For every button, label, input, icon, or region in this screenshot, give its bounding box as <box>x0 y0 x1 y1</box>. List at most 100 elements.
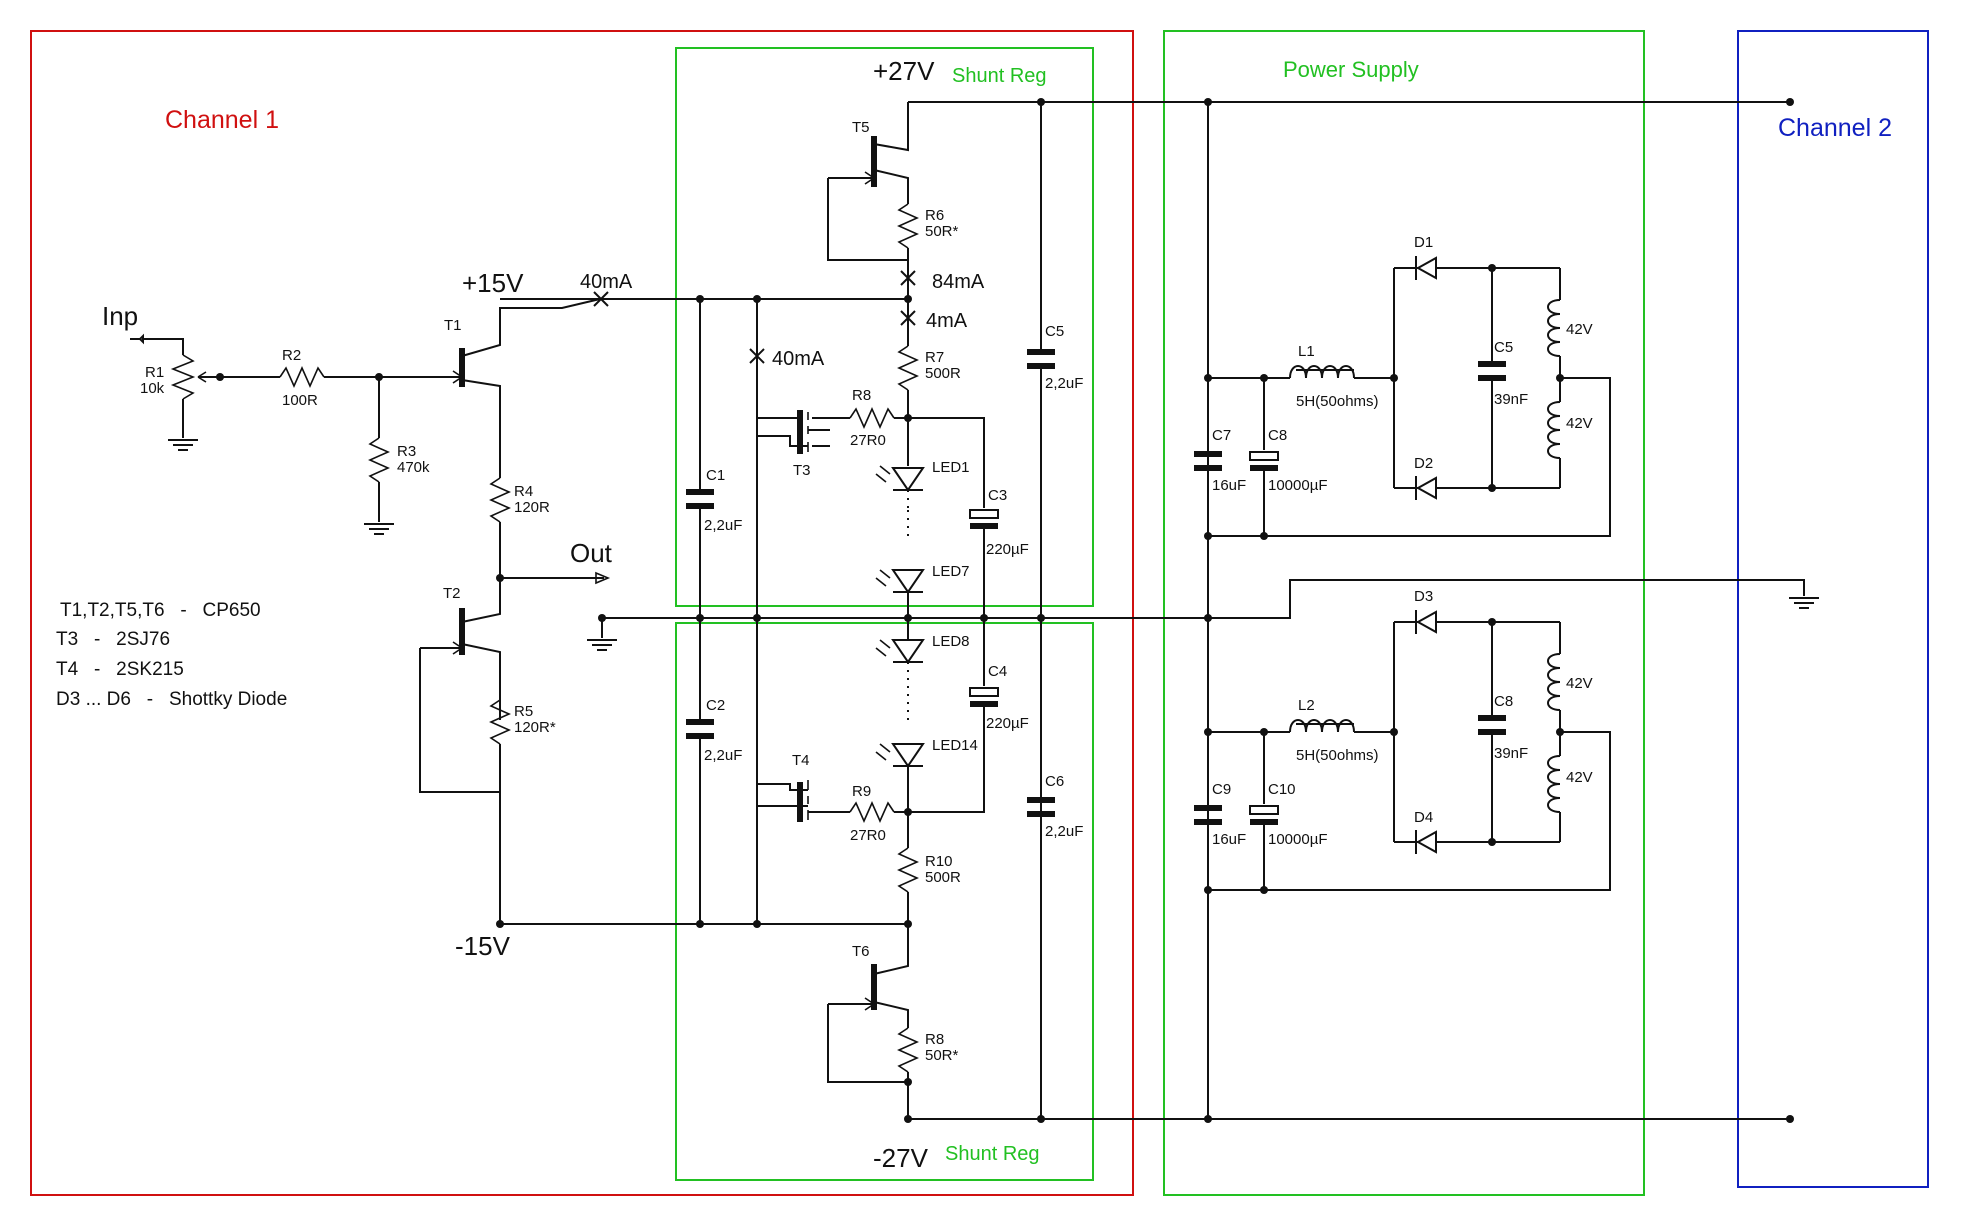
c1-value: 2,2uF <box>704 517 742 534</box>
r1-potentiometer: R1 10k <box>140 354 220 451</box>
c8b-value: 39nF <box>1494 745 1528 762</box>
led14-name: LED14 <box>932 737 978 754</box>
t4-name: T4 <box>792 752 810 769</box>
input-label: Inp <box>102 301 138 331</box>
winding-3-label: 42V <box>1566 675 1593 692</box>
c5a-value: 2,2uF <box>1045 375 1083 392</box>
shunt-reg-top-frame <box>675 47 1094 607</box>
d2-name: D2 <box>1414 455 1433 472</box>
l1-name: L1 <box>1298 343 1315 360</box>
winding-1-label: 42V <box>1566 321 1593 338</box>
r7-name: R7 <box>925 349 944 366</box>
r3-name: R3 <box>397 443 416 460</box>
t6-name: T6 <box>852 943 870 960</box>
t2-transistor: T2 <box>420 585 501 720</box>
t1-name: T1 <box>444 317 462 334</box>
l1-value: 5H(50ohms) <box>1296 393 1379 410</box>
current-84ma: 84mA <box>932 271 985 293</box>
t3-mosfet: T3 <box>757 410 846 479</box>
current-40ma-top: 40mA <box>580 271 633 293</box>
c6-value: 2,2uF <box>1045 823 1083 840</box>
current-4ma: 4mA <box>926 310 968 332</box>
r1-value: 10k <box>140 380 165 397</box>
channel1-frame <box>30 30 1134 1196</box>
r8b-name: R8 <box>925 1031 944 1048</box>
r1-name: R1 <box>145 364 164 381</box>
winding-4-label: 42V <box>1566 769 1593 786</box>
input-stage: Inp R1 10k R2 100R R3 470k <box>102 301 448 535</box>
c7-name: C7 <box>1212 427 1231 444</box>
power-supply-title: Power Supply <box>1283 57 1419 82</box>
t1-transistor: T1 <box>444 298 601 478</box>
shunt-reg-bottom-title: Shunt Reg <box>945 1143 1040 1165</box>
c8a-value: 10000µF <box>1268 477 1328 494</box>
r9-value: 27R0 <box>850 827 886 844</box>
c4-value: 220µF <box>986 715 1029 732</box>
t6-transistor: T6 <box>828 943 909 1028</box>
r6-value: 50R* <box>925 223 959 240</box>
r5-value: 120R* <box>514 719 556 736</box>
c1-name: C1 <box>706 467 725 484</box>
c8a-name: C8 <box>1268 427 1287 444</box>
t4-mosfet: T4 <box>757 752 846 822</box>
c3-value: 220µF <box>986 541 1029 558</box>
t3-name: T3 <box>793 462 811 479</box>
power-supply-frame <box>1163 30 1645 1196</box>
l2-name: L2 <box>1298 697 1315 714</box>
c9-value: 16uF <box>1212 831 1246 848</box>
r8b-value: 50R* <box>925 1047 959 1064</box>
winding-2-label: 42V <box>1566 415 1593 432</box>
r6-name: R6 <box>925 207 944 224</box>
d1-name: D1 <box>1414 234 1433 251</box>
output-label: Out <box>570 538 613 568</box>
c10-value: 10000µF <box>1268 831 1328 848</box>
c2-name: C2 <box>706 697 725 714</box>
led1-name: LED1 <box>932 459 970 476</box>
channel2-title: Channel 2 <box>1778 114 1892 142</box>
r10-value: 500R <box>925 869 961 886</box>
led8-name: LED8 <box>932 633 970 650</box>
c5a-name: C5 <box>1045 323 1064 340</box>
c8b-name: C8 <box>1494 693 1513 710</box>
r2-name: R2 <box>282 347 301 364</box>
r8a-name: R8 <box>852 387 871 404</box>
r10-name: R10 <box>925 853 953 870</box>
r4-value: 120R <box>514 499 550 516</box>
c10-name: C10 <box>1268 781 1296 798</box>
r2-value: 100R <box>282 392 318 409</box>
rail-minus27-label: -27V <box>873 1143 929 1173</box>
t5-name: T5 <box>852 119 870 136</box>
rail-plus27-label: +27V <box>873 56 935 86</box>
rail-minus15-label: -15V <box>455 931 511 961</box>
led7-name: LED7 <box>932 563 970 580</box>
legend-line-2: T3 - 2SJ76 <box>56 629 170 650</box>
c5b-value: 39nF <box>1494 391 1528 408</box>
r9-name: R9 <box>852 783 871 800</box>
t2-name: T2 <box>443 585 461 602</box>
c7-value: 16uF <box>1212 477 1246 494</box>
channel2-frame <box>1737 30 1929 1188</box>
l2-value: 5H(50ohms) <box>1296 747 1379 764</box>
current-40ma-mid: 40mA <box>772 348 825 370</box>
legend-line-4: D3 ... D6 - Shottky Diode <box>56 689 287 710</box>
r8a-value: 27R0 <box>850 432 886 449</box>
r5-name: R5 <box>514 703 533 720</box>
r7-value: 500R <box>925 365 961 382</box>
c6-name: C6 <box>1045 773 1064 790</box>
c4-name: C4 <box>988 663 1007 680</box>
d4-name: D4 <box>1414 809 1433 826</box>
d3-name: D3 <box>1414 588 1433 605</box>
c9-name: C9 <box>1212 781 1231 798</box>
legend-line-1: T1,T2,T5,T6 - CP650 <box>60 600 261 621</box>
shunt-reg-top-title: Shunt Reg <box>952 65 1047 87</box>
legend-line-3: T4 - 2SK215 <box>56 659 184 680</box>
shunt-reg-bottom-frame <box>675 622 1094 1181</box>
c3-name: C3 <box>988 487 1007 504</box>
channel1-title: Channel 1 <box>165 106 279 134</box>
c2-value: 2,2uF <box>704 747 742 764</box>
r4-name: R4 <box>514 483 533 500</box>
r3-value: 470k <box>397 459 430 476</box>
c5b-name: C5 <box>1494 339 1513 356</box>
t5-transistor: T5 <box>828 102 909 204</box>
